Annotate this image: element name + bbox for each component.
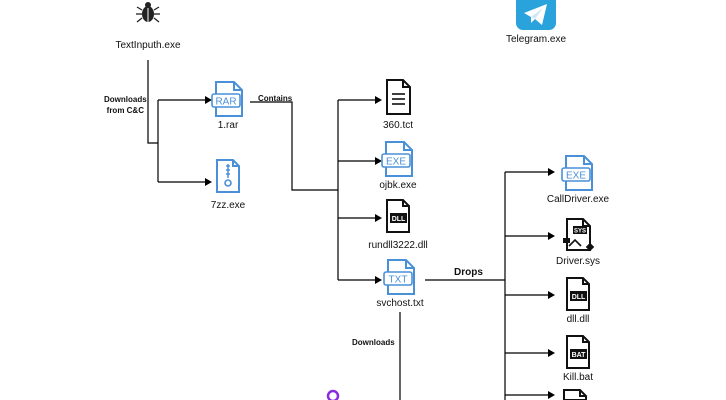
location-pin-icon [326,389,340,400]
edge-label-downloads-cc: Downloads from C&C [104,94,147,116]
edge-label-downloads: Downloads [352,338,395,347]
bat-file-icon: BAT [566,335,590,369]
node-label: 7zz.exe [210,200,246,211]
node-label: CallDriver.exe [546,194,610,205]
node-telegram: Telegram.exe [498,0,574,45]
arrowhead-dll [548,291,555,299]
node-label: Driver.sys [556,256,600,267]
node-label: svchost.txt [376,298,424,309]
node-label: Telegram.exe [505,34,567,45]
node-textinputh: TextInputh.exe [110,0,186,51]
arrowhead-7zz [205,178,212,186]
exe-file-icon: EXE [381,141,413,177]
node-360tct: 360.tct [370,78,426,131]
node-7zz: 7zz.exe [200,158,256,211]
sys-badge: SYS [574,229,586,235]
node-killbat: BAT Kill.bat [544,334,612,383]
node-calldriver: EXE CallDriver.exe [540,154,616,205]
arrowhead-more [548,391,555,399]
txt-badge: TXT [389,275,408,286]
exe-badge: EXE [386,157,406,168]
arrowhead-kill [548,349,555,357]
node-label: dll.dll [566,314,590,325]
exe-file-icon: EXE [561,155,593,191]
arrowhead-rar [205,96,212,104]
arrowhead-360 [375,96,382,104]
edge-rar-contains [250,101,338,191]
exe-badge: EXE [566,171,586,182]
dll-file-icon: DLL [566,277,590,311]
bat-badge: BAT [572,352,587,359]
node-label: 1.rar [217,120,239,131]
zip-file-icon [216,159,240,193]
edge-textinputh-trunk [147,60,158,144]
node-label: rundll3222.dll [368,240,428,251]
node-label: TextInputh.exe [115,40,181,51]
edge-label-contains: Contains [258,94,293,103]
rar-badge: RAR [215,97,236,108]
telegram-icon [516,0,556,30]
node-label: Kill.bat [562,372,593,383]
dll-file-icon: DLL [386,199,410,233]
rar-file-icon: RAR [211,81,243,117]
arrowhead-ojbk [375,157,382,165]
arrowhead-svchost [375,276,382,284]
edge-label-from-cc-line2: from C&C [106,106,144,115]
node-label: ojbk.exe [379,180,417,191]
node-1rar: RAR 1.rar [200,80,256,131]
node-dlldll: DLL dll.dll [544,276,612,325]
arrowhead-rundll [375,214,382,222]
node-rundll: DLL rundll3222.dll [360,198,436,251]
dll-badge: DLL [392,216,406,223]
bug-icon [136,2,160,23]
sys-file-icon: SYS [563,218,595,252]
node-ojbk: EXE ojbk.exe [368,140,428,191]
arrowhead-driversys [548,232,555,240]
txt-file-icon: TXT [383,259,415,295]
file-icon-partial [563,389,587,400]
arrowhead-calldriver [548,168,555,176]
node-label: 360.tct [382,120,414,131]
dll-badge: DLL [572,294,586,301]
node-svchost: TXT svchost.txt [368,258,432,309]
node-driversys: SYS Driver.sys [540,216,616,267]
document-icon [386,79,411,115]
edge-label-downloads-line1: Downloads [104,95,147,104]
edge-label-drops: Drops [454,267,483,278]
